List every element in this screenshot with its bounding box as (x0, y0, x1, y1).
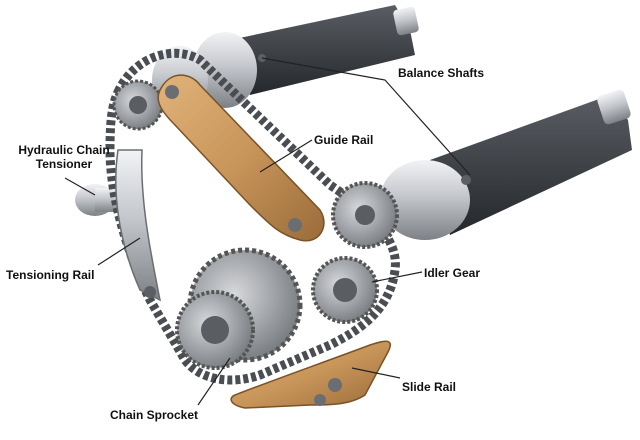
leader-guide-rail (259, 139, 313, 173)
label-idler-gear: Idler Gear (424, 266, 481, 280)
label-slide-rail: Slide Rail (402, 380, 457, 394)
leader-slide (351, 367, 401, 379)
idler-gear-shape (311, 256, 379, 324)
tensioning-rail (115, 149, 162, 302)
label-hydraulic-line1: Hydraulic Chain (18, 143, 110, 157)
leader-chain-sprocket (197, 357, 231, 406)
leader-hydraulic (64, 177, 96, 196)
lower-balance-shaft (380, 89, 632, 240)
label-tensioning-rail: Tensioning Rail (6, 268, 95, 282)
balance-shaft-gear (331, 181, 399, 249)
label-guide-rail: Guide Rail (314, 133, 374, 147)
guide-rail-shape (157, 74, 325, 242)
leader-idler (371, 271, 423, 283)
label-hydraulic-line2: Tensioner (35, 157, 93, 171)
top-sprocket (112, 79, 164, 131)
leader-balance-shafts (261, 57, 471, 176)
leader-tensioning (97, 237, 141, 266)
timing-chain (105, 48, 400, 385)
slide-rail-shape (230, 340, 391, 409)
leader-lines (64, 57, 471, 406)
label-hydraulic-chain-tensioner: Hydraulic Chain Tensioner (14, 143, 114, 171)
label-chain-sprocket: Chain Sprocket (110, 408, 199, 422)
label-balance-shafts: Balance Shafts (398, 66, 485, 80)
crank-sprocket (175, 247, 303, 370)
